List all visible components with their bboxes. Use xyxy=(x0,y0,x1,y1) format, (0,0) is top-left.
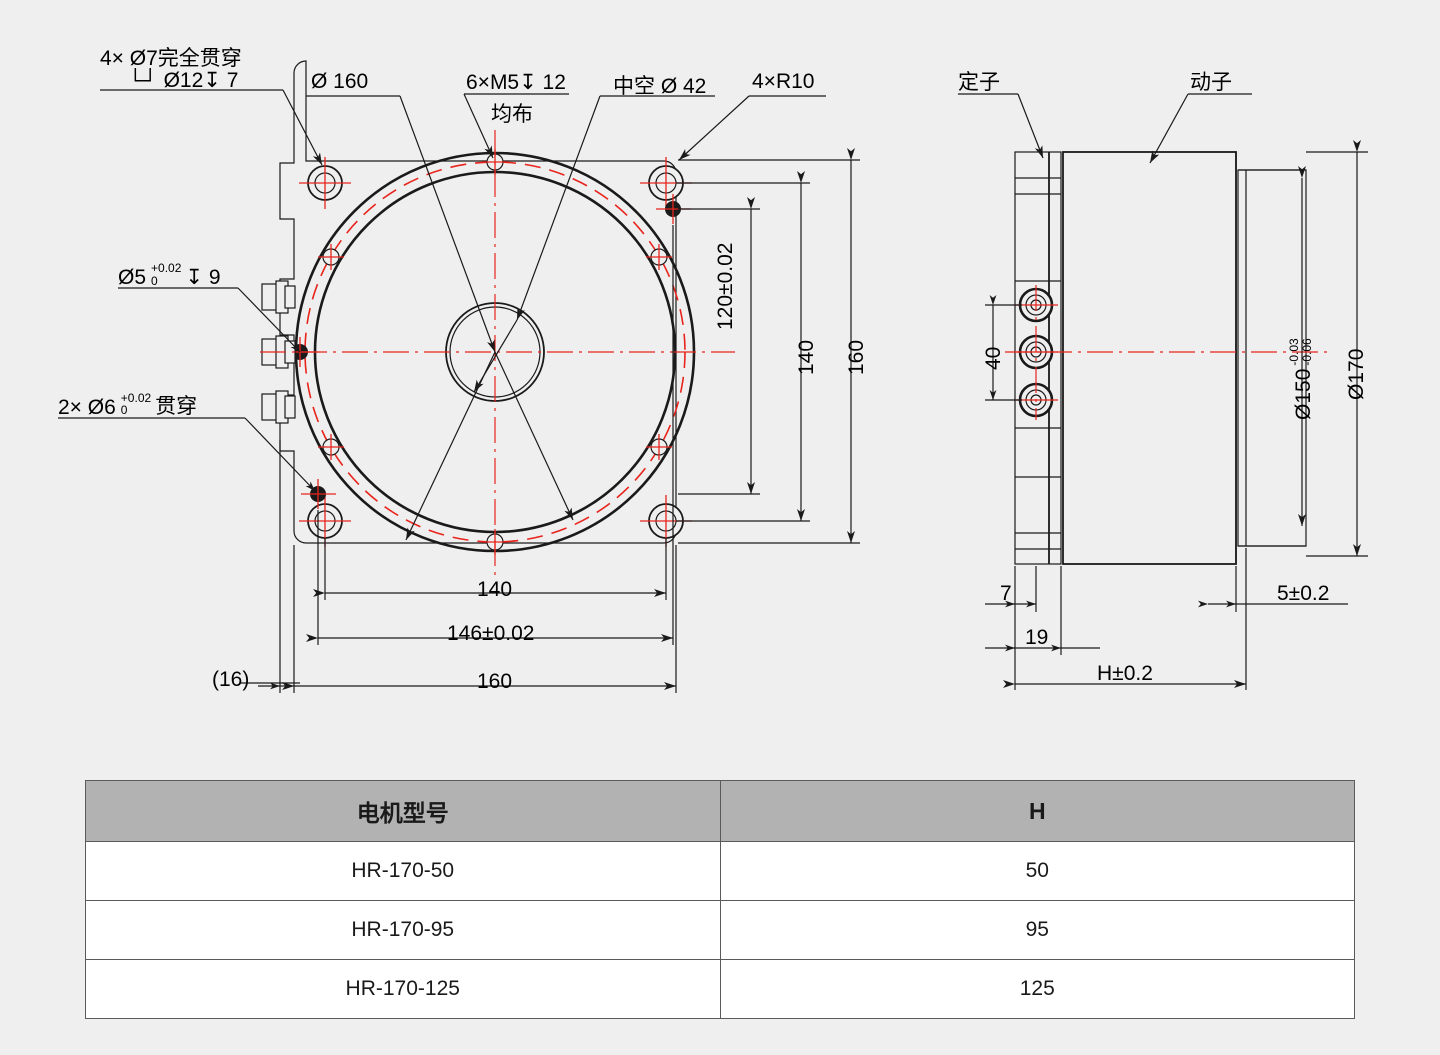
motor-spec-table: 电机型号 H HR-170-50 50 HR-170-95 95 HR-170-… xyxy=(85,780,1355,1019)
callout-m5-line2: 均布 xyxy=(491,103,533,126)
dimension-bracket-16: (16) xyxy=(212,668,250,691)
counterbore-hole xyxy=(299,157,351,209)
callout-d6-value: 2× Ø6 xyxy=(58,396,116,419)
dimension-side-19: 19 xyxy=(1025,626,1049,649)
dimension-vertical-160: 160 xyxy=(845,339,868,375)
front-view xyxy=(58,60,860,693)
table-cell-model: HR-170-50 xyxy=(85,841,721,901)
connector xyxy=(261,390,296,424)
dimension-side-H: H±0.2 xyxy=(1097,662,1153,685)
side-view xyxy=(958,93,1368,690)
callout-d6-tol-upper: +0.02 xyxy=(120,390,152,405)
dimension-horizontal-140: 140 xyxy=(477,578,513,601)
dimension-side-7: 7 xyxy=(1000,582,1012,605)
table-cell-h: 50 xyxy=(719,841,1355,901)
dimension-vertical-120: 120±0.02 xyxy=(714,242,737,330)
callout-r10: 4×R10 xyxy=(752,70,815,93)
table-header-model: 电机型号 xyxy=(85,780,721,842)
d150-tol-lower: -0.06 xyxy=(1299,338,1314,366)
callout-d6-tol-lower: 0 xyxy=(120,403,128,418)
side-view-leaders xyxy=(958,93,1252,164)
callout-d5-depth: ↧ 9 xyxy=(185,266,221,290)
m5-hole xyxy=(646,434,672,460)
d150-value: Ø150 xyxy=(1292,368,1316,420)
connector xyxy=(261,280,296,314)
callout-dowel-d6: 2× Ø6 +0.02 0 贯穿 xyxy=(58,390,197,420)
table-header-row: 电机型号 H xyxy=(85,780,1355,842)
label-rotor: 动子 xyxy=(1190,71,1232,94)
housing-plate-outline xyxy=(279,60,677,544)
dimension-connector-span-40: 40 xyxy=(982,346,1005,370)
callout-hollow-bore: 中空 Ø 42 xyxy=(613,75,707,98)
dimension-diameter-150: Ø150 -0.03 -0.06 xyxy=(1287,338,1316,420)
label-stator: 定子 xyxy=(958,71,1000,94)
dimension-diameter-170: Ø170 xyxy=(1345,348,1368,400)
dimension-horizontal-160: 160 xyxy=(477,670,513,693)
side-view-horizontal-dimensions xyxy=(985,548,1348,690)
table-row: HR-170-95 95 xyxy=(85,900,1355,960)
rotor-body xyxy=(1062,151,1237,565)
side-view-connectors xyxy=(1014,285,1058,420)
table-row: HR-170-125 125 xyxy=(85,959,1355,1019)
m5-hole xyxy=(646,244,672,270)
callout-dowel-d5: Ø5 +0.02 0 ↧ 9 xyxy=(118,262,221,290)
cable-connectors xyxy=(261,280,296,424)
table-cell-h: 95 xyxy=(719,900,1355,960)
table-row: HR-170-50 50 xyxy=(85,841,1355,901)
table-header-h: H xyxy=(719,780,1355,842)
callout-d5-tol-lower: 0 xyxy=(151,273,158,288)
m5-hole xyxy=(318,434,344,460)
table-cell-model: HR-170-125 xyxy=(85,959,721,1019)
front-view-vertical-dimensions xyxy=(676,148,860,544)
callout-d5-value: Ø5 xyxy=(118,266,147,290)
callout-d5-tol-upper: +0.02 xyxy=(151,261,182,275)
table-cell-model: HR-170-95 xyxy=(85,900,721,960)
connector-span-dimension xyxy=(985,295,1022,401)
d150-tol-upper: -0.03 xyxy=(1287,338,1301,366)
side-view-diameter-dimensions xyxy=(1298,140,1368,557)
callout-through-hole-line2: └┘ Ø12↧ 7 xyxy=(128,69,239,92)
dimension-vertical-140: 140 xyxy=(795,339,818,375)
callout-d6-suffix: 贯穿 xyxy=(155,395,198,418)
callout-m5-line1: 6×M5↧ 12 xyxy=(466,71,566,94)
front-view-horizontal-dimensions xyxy=(240,225,677,693)
dimension-side-5: 5±0.2 xyxy=(1277,582,1330,605)
dimension-horizontal-146: 146±0.02 xyxy=(447,622,535,645)
m5-hole xyxy=(318,244,344,270)
rotor-flange xyxy=(1237,169,1307,547)
callout-through-hole-line1: 4× Ø7完全贯穿 xyxy=(100,47,242,70)
front-view-callouts xyxy=(58,89,826,541)
table-cell-h: 125 xyxy=(719,959,1355,1019)
callout-diameter-160: Ø 160 xyxy=(311,70,369,93)
